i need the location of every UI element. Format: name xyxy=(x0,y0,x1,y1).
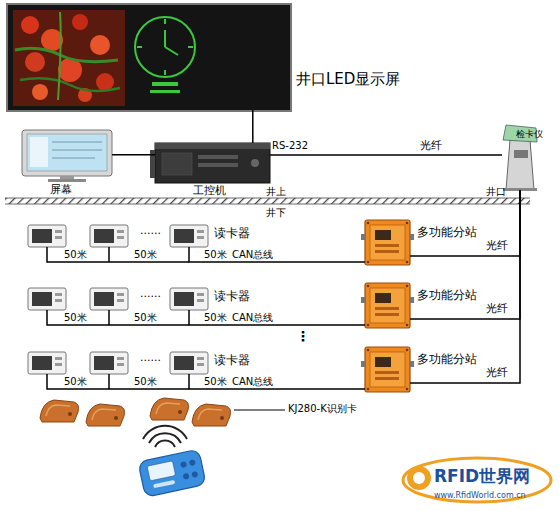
card-reader: 读卡器 xyxy=(170,225,208,247)
edge-label: CAN总线 xyxy=(232,249,273,261)
edge-label: 光纤 xyxy=(420,140,442,153)
connector-line xyxy=(112,154,155,156)
card-reader: 读卡器 xyxy=(170,288,208,310)
node-label: 读卡器 xyxy=(214,354,250,368)
node-label: 多功能分站 xyxy=(417,353,477,367)
node-label: 读卡器 xyxy=(214,290,250,304)
connector-line xyxy=(270,154,502,156)
connector-line xyxy=(189,374,365,389)
distance-label: 50米 xyxy=(204,312,227,324)
edge-label: 光纤 xyxy=(486,240,508,253)
connector-line xyxy=(189,310,365,325)
substation: 多功能分站 xyxy=(365,220,410,265)
distance-label: 50米 xyxy=(64,249,87,261)
industrial-pc: 工控机 xyxy=(155,143,270,183)
node-label: 检卡仪 xyxy=(516,129,543,139)
zone-label: 井上 xyxy=(266,186,286,198)
distance-label: 50米 xyxy=(134,249,157,261)
node-label: 屏幕 xyxy=(50,184,72,197)
watermark: RFID世界网 xyxy=(434,467,530,487)
node-label: 工控机 xyxy=(193,185,226,198)
ellipsis: ⋮ xyxy=(296,328,310,344)
monitor: 屏幕 xyxy=(22,130,112,182)
distance-label: 50米 xyxy=(64,376,87,388)
node-label: 井口LED显示屏 xyxy=(296,71,400,88)
ellipsis: ...... xyxy=(140,288,161,301)
distance-label: 50米 xyxy=(134,312,157,324)
part-label: KJ280-K识别卡 xyxy=(288,403,357,415)
ellipsis: ...... xyxy=(140,225,161,238)
card-reader: 读卡器 xyxy=(170,352,208,374)
connector-line xyxy=(189,247,365,262)
substation: 多功能分站 xyxy=(365,283,410,328)
node-label: 读卡器 xyxy=(214,227,250,241)
zone-label: 井下 xyxy=(266,207,286,219)
edge-label: CAN总线 xyxy=(232,312,273,324)
distance-label: 50米 xyxy=(134,376,157,388)
ellipsis: ...... xyxy=(140,352,161,365)
node-label: 多功能分站 xyxy=(417,289,477,303)
signal-name: RS-232 xyxy=(272,140,308,152)
distance-label: 50米 xyxy=(204,249,227,261)
substation: 多功能分站 xyxy=(365,347,410,392)
connector-line xyxy=(410,190,520,256)
edge-label: CAN总线 xyxy=(232,376,273,388)
node-label: 多功能分站 xyxy=(417,226,477,240)
card-checker: 检卡仪 xyxy=(502,125,538,190)
edge-label: 光纤 xyxy=(486,367,508,380)
connector-line xyxy=(410,190,520,319)
zone-label: 井口 xyxy=(486,186,506,198)
edge-label: 光纤 xyxy=(486,303,508,316)
watermark: www.RfidWorld.com.cn xyxy=(434,491,526,500)
led-display: 井口LED显示屏 xyxy=(8,5,290,110)
connector-line xyxy=(252,110,254,143)
connector-line xyxy=(410,190,520,383)
distance-label: 50米 xyxy=(204,376,227,388)
distance-label: 50米 xyxy=(64,312,87,324)
